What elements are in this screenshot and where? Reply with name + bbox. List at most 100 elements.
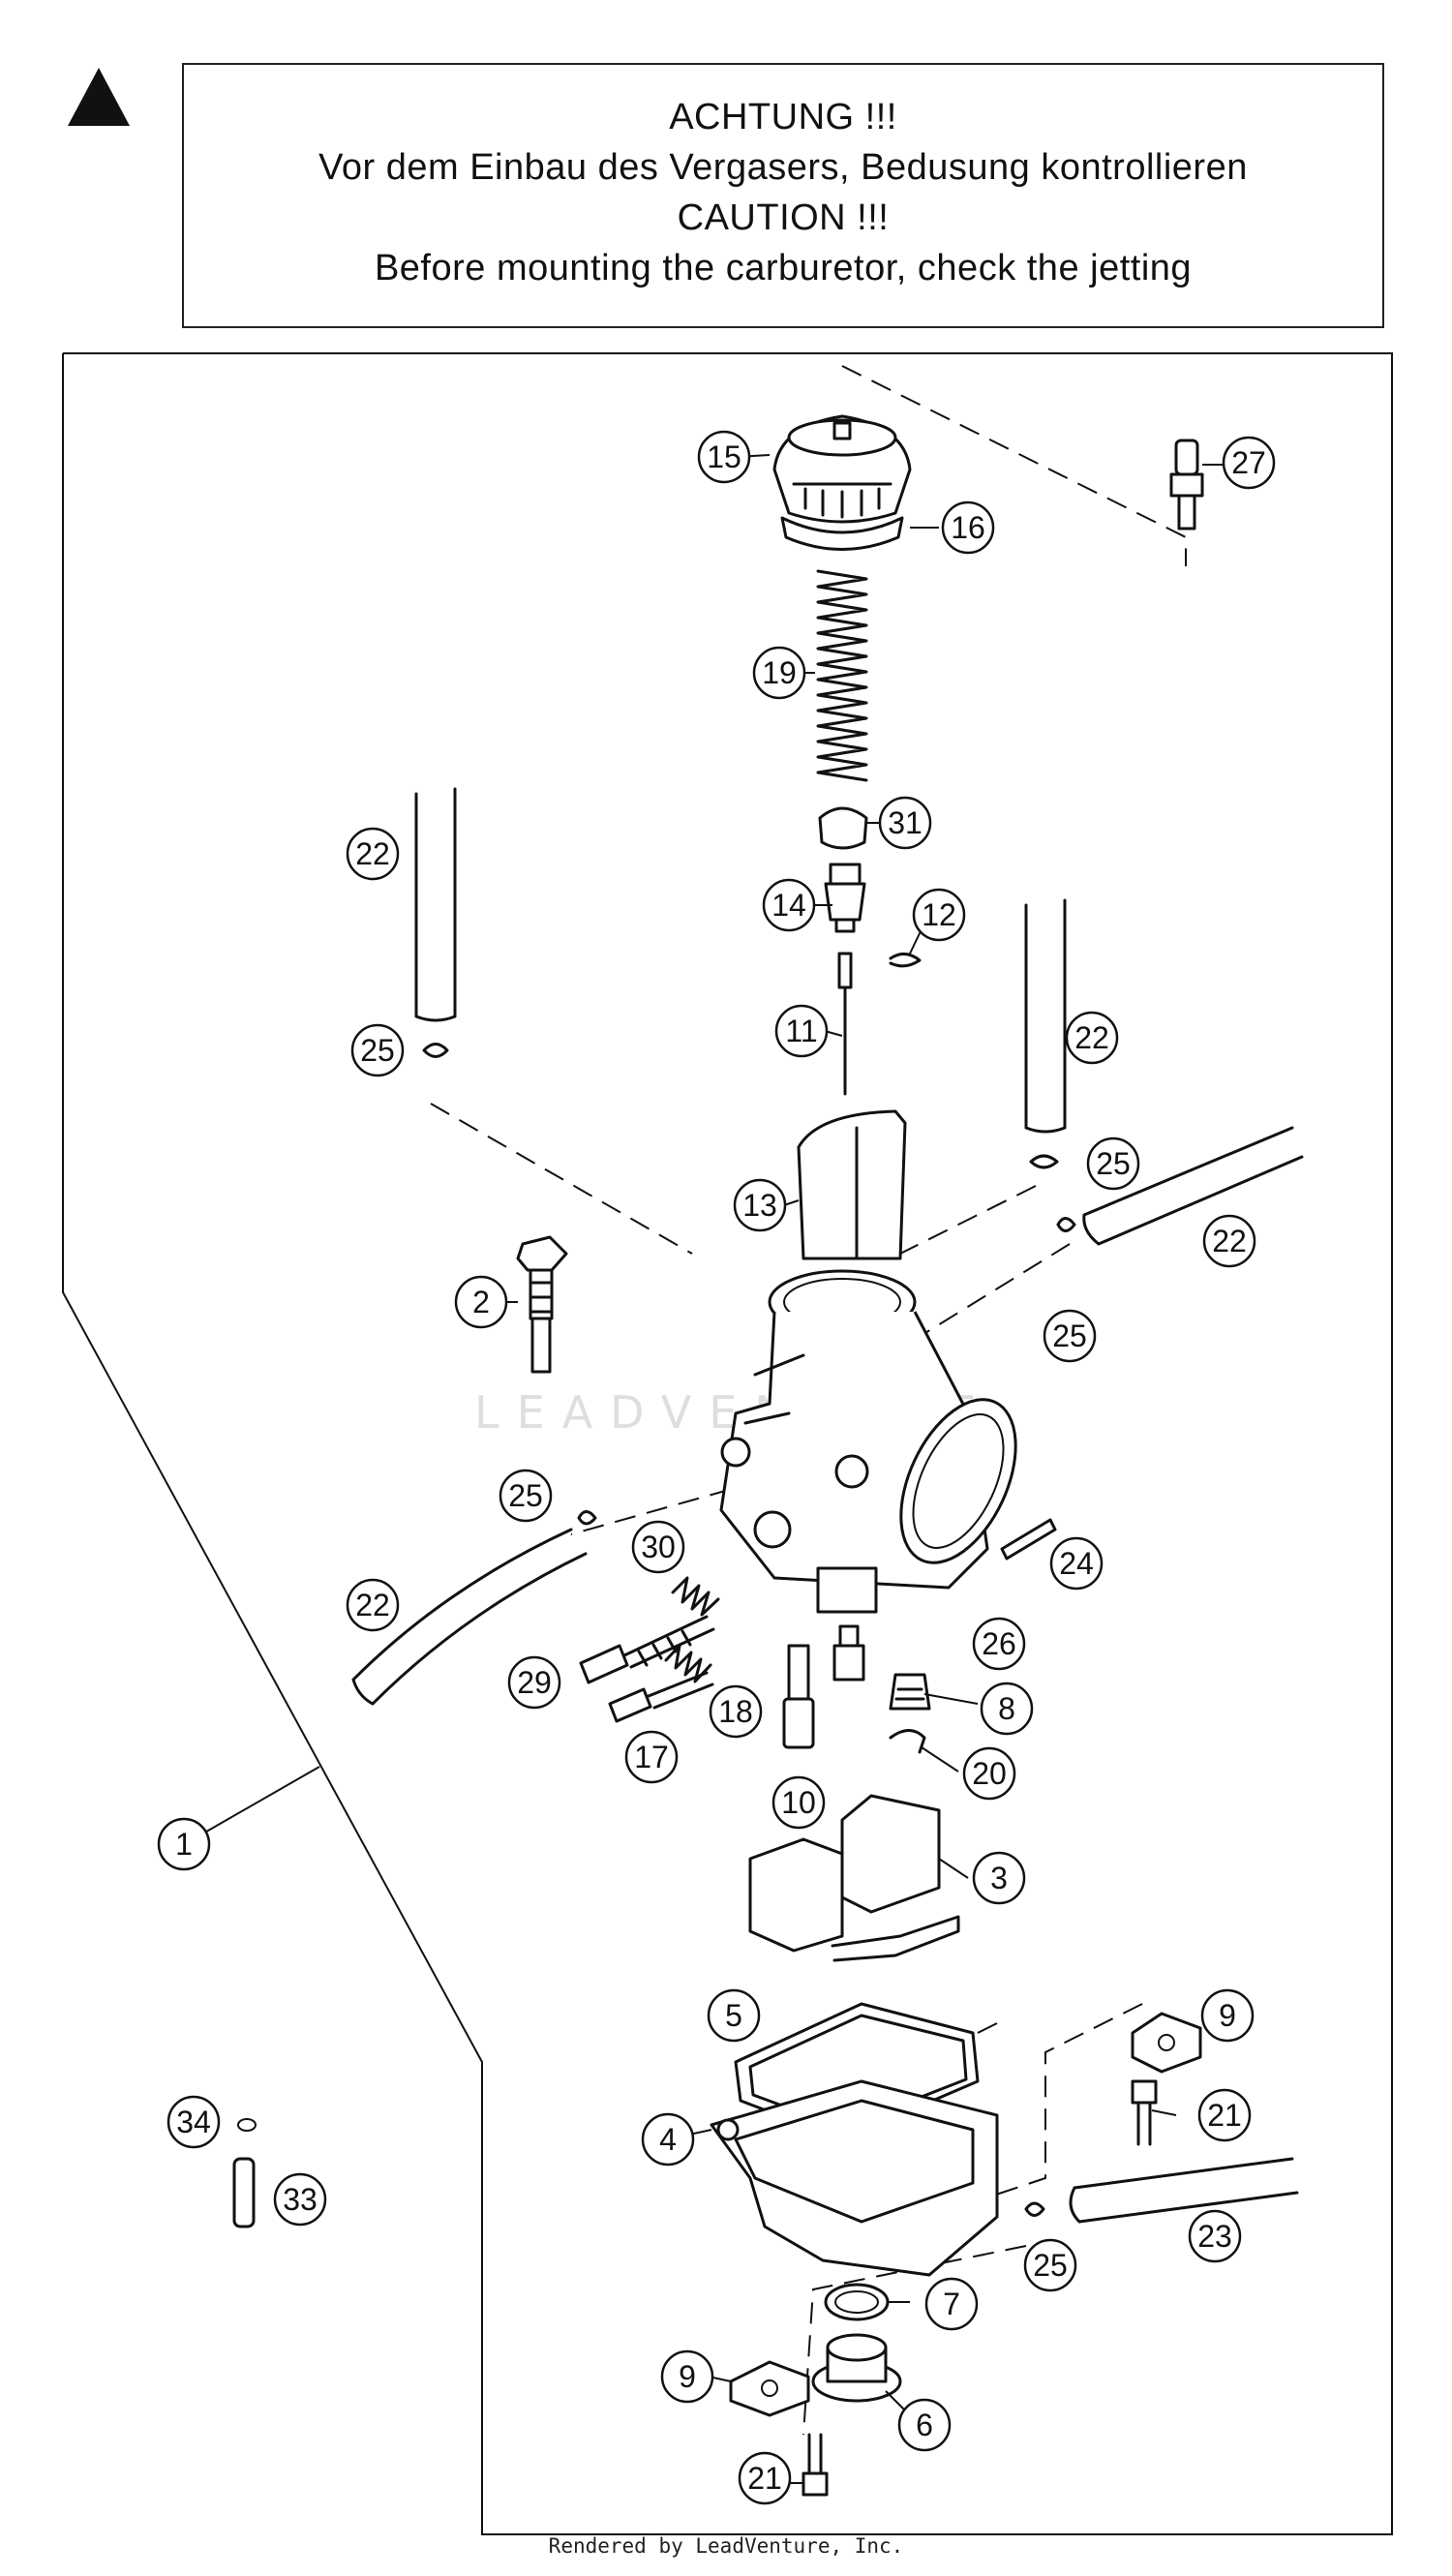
svg-text:8: 8 [998, 1691, 1015, 1726]
callout-8: 8 [980, 1682, 1034, 1736]
callout-21-lower: 21 [738, 2451, 792, 2505]
svg-text:25: 25 [360, 1033, 395, 1068]
callout-9-lower: 9 [660, 2349, 714, 2404]
callout-34: 34 [166, 2095, 221, 2149]
callout-15: 15 [697, 430, 751, 484]
callout-18: 18 [709, 1684, 763, 1739]
svg-text:33: 33 [283, 2182, 318, 2217]
throttle-slide-part [797, 1109, 907, 1260]
svg-text:25: 25 [1052, 1318, 1087, 1353]
svg-text:2: 2 [472, 1285, 490, 1319]
svg-text:21: 21 [1207, 2098, 1242, 2133]
svg-text:12: 12 [922, 897, 956, 932]
svg-text:9: 9 [679, 2359, 696, 2394]
float-bowl-gasket-part [734, 2002, 980, 2141]
needle-retainer-part [818, 806, 868, 850]
mounting-plate-part [729, 2012, 1202, 2417]
callout-5: 5 [707, 1988, 761, 2043]
svg-text:3: 3 [990, 1861, 1008, 1895]
callout-22-left: 22 [346, 827, 400, 881]
svg-text:34: 34 [176, 2105, 211, 2139]
callout-10: 10 [771, 1775, 826, 1830]
svg-text:25: 25 [508, 1478, 543, 1513]
callout-17: 17 [624, 1730, 679, 1784]
callout-2: 2 [454, 1275, 508, 1329]
caution-notice: ACHTUNG !!! Vor dem Einbau des Vergasers… [182, 63, 1384, 328]
callout-11: 11 [774, 1004, 829, 1058]
callout-22-lower-left: 22 [346, 1578, 400, 1632]
svg-text:30: 30 [641, 1530, 676, 1564]
svg-text:15: 15 [707, 439, 741, 474]
svg-text:16: 16 [951, 510, 985, 545]
svg-text:14: 14 [771, 888, 806, 923]
float-pin-part [1000, 1518, 1057, 1561]
callout-20: 20 [962, 1746, 1016, 1801]
bowl-screw-part [802, 2079, 1158, 2497]
callout-26: 26 [972, 1617, 1026, 1671]
float-needle-part [889, 1673, 931, 1711]
svg-text:23: 23 [1197, 2219, 1232, 2254]
callout-14: 14 [762, 878, 816, 932]
callout-29: 29 [507, 1655, 561, 1710]
svg-text:21: 21 [747, 2461, 782, 2496]
svg-text:22: 22 [355, 836, 390, 871]
svg-text:4: 4 [659, 2122, 677, 2157]
svg-text:5: 5 [725, 1998, 742, 2033]
svg-text:19: 19 [762, 655, 797, 690]
svg-text:10: 10 [781, 1785, 816, 1820]
svg-text:9: 9 [1219, 1998, 1236, 2033]
callout-12: 12 [912, 888, 966, 942]
hose-clamp-part [422, 1043, 1076, 2217]
svg-text:17: 17 [634, 1740, 669, 1774]
callout-3: 3 [972, 1851, 1026, 1905]
callout-27: 27 [1222, 436, 1276, 490]
callout-16: 16 [941, 500, 995, 555]
caution-line-english-title: CAUTION !!! [677, 197, 890, 238]
callout-25-upper-left: 25 [350, 1023, 405, 1077]
vent-hose-part [351, 787, 1304, 2224]
callout-24: 24 [1049, 1536, 1104, 1591]
adjustment-screw-part [579, 1615, 715, 1723]
svg-text:7: 7 [943, 2287, 960, 2321]
small-tube-and-o-ring-part [232, 2118, 257, 2228]
float-assembly-part [748, 1794, 960, 1962]
callout-4: 4 [641, 2112, 695, 2167]
svg-text:1: 1 [175, 1827, 193, 1862]
callout-21-upper: 21 [1197, 2088, 1252, 2142]
callout-25-upper-right: 25 [1086, 1136, 1140, 1191]
vent-fitting-part [1169, 439, 1204, 530]
svg-text:31: 31 [888, 805, 923, 840]
svg-text:24: 24 [1059, 1546, 1094, 1581]
caution-line-german-text: Vor dem Einbau des Vergasers, Bedusung k… [318, 147, 1248, 188]
svg-text:11: 11 [785, 1014, 817, 1048]
jet-needle-part [837, 952, 853, 1096]
callout-23: 23 [1188, 2209, 1242, 2263]
callout-6: 6 [897, 2398, 952, 2452]
svg-text:22: 22 [355, 1588, 390, 1622]
callout-25-lower: 25 [1023, 2238, 1077, 2292]
callout-19: 19 [752, 646, 806, 700]
carburetor-body-part [719, 1269, 1017, 1614]
throttle-spring-part [816, 569, 868, 782]
kit-boundary-outline [62, 352, 1393, 2535]
svg-text:22: 22 [1212, 1224, 1247, 1258]
carburetor-cap-part [772, 414, 912, 551]
callout-13: 13 [733, 1178, 787, 1232]
svg-text:22: 22 [1074, 1020, 1109, 1055]
drain-plug-part [811, 2333, 902, 2403]
callout-30: 30 [631, 1520, 685, 1574]
svg-text:27: 27 [1231, 445, 1266, 480]
caution-line-english-text: Before mounting the carburetor, check th… [374, 248, 1193, 288]
footer-credit: Rendered by LeadVenture, Inc. [548, 2534, 904, 2558]
warning-triangle-icon [68, 68, 130, 126]
drain-plug-o-ring-part [824, 2283, 890, 2321]
svg-text:25: 25 [1033, 2248, 1068, 2283]
callout-1: 1 [157, 1817, 211, 1871]
svg-text:13: 13 [742, 1188, 777, 1223]
callout-leader-lines [200, 454, 1225, 2484]
callout-9-upper: 9 [1200, 1988, 1255, 2043]
callout-22-right: 22 [1065, 1011, 1119, 1065]
needle-clip-part [889, 953, 922, 968]
main-jet-part [782, 1644, 815, 1749]
callout-25-mid-left: 25 [499, 1469, 553, 1523]
